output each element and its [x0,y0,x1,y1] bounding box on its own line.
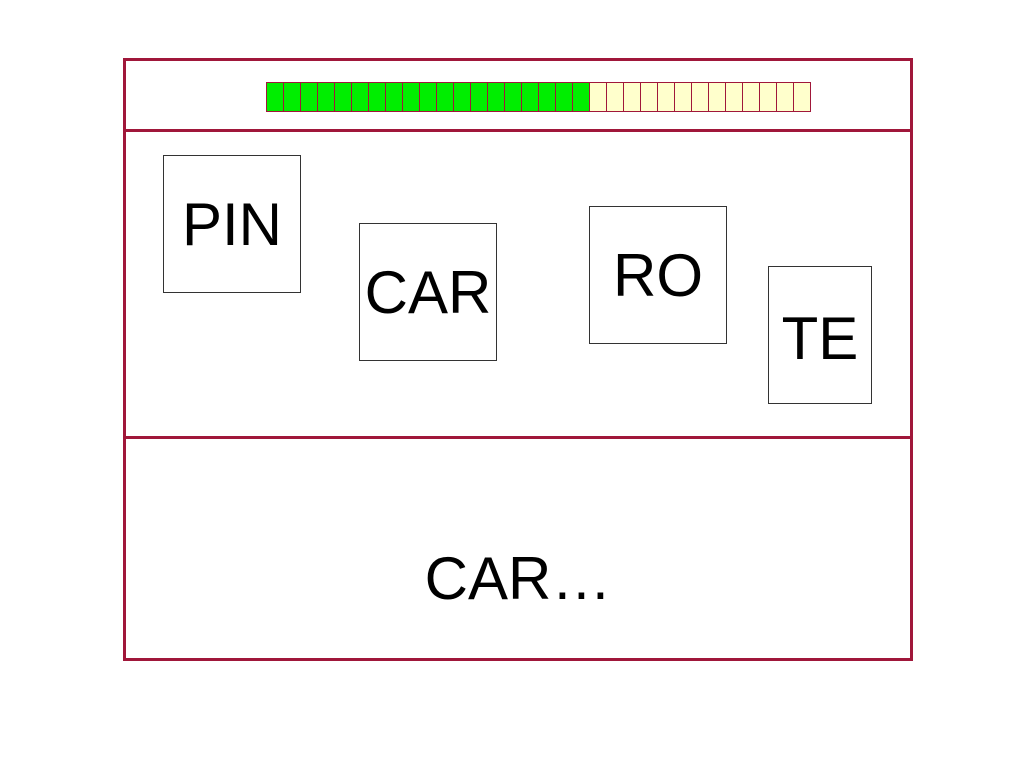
progress-cell-filled [369,82,386,112]
progress-cell-filled [437,82,454,112]
syllable-tile-car[interactable]: CAR [359,223,497,361]
progress-cell-filled [505,82,522,112]
progress-bar [266,82,811,112]
progress-cell-filled [403,82,420,112]
progress-cell-empty [624,82,641,112]
progress-header [126,61,910,132]
answer-word: CAR… [424,545,612,612]
syllable-tile-te[interactable]: TE [768,266,872,404]
progress-cell-filled [471,82,488,112]
answer-area: CAR… [126,439,910,658]
progress-cell-filled [267,82,284,112]
progress-cell-filled [318,82,335,112]
progress-cell-empty [709,82,726,112]
progress-cell-filled [556,82,573,112]
progress-cell-empty [675,82,692,112]
tile-play-area: PIN CAR RO TE [126,132,910,439]
progress-cell-empty [777,82,794,112]
progress-cell-filled [573,82,590,112]
progress-cell-filled [522,82,539,112]
progress-cell-empty [641,82,658,112]
progress-cell-empty [590,82,607,112]
syllable-tile-ro[interactable]: RO [589,206,727,344]
progress-cell-empty [760,82,777,112]
progress-cell-filled [301,82,318,112]
progress-cell-filled [386,82,403,112]
progress-cell-filled [335,82,352,112]
progress-cell-filled [454,82,471,112]
syllable-tile-pin[interactable]: PIN [163,155,301,293]
progress-cell-filled [539,82,556,112]
progress-cell-filled [420,82,437,112]
progress-cell-empty [743,82,760,112]
progress-cell-empty [726,82,743,112]
progress-cell-empty [794,82,811,112]
progress-cell-filled [488,82,505,112]
progress-cell-empty [658,82,675,112]
progress-cell-empty [607,82,624,112]
game-frame: PIN CAR RO TE CAR… [123,58,913,661]
progress-cell-filled [352,82,369,112]
progress-cell-empty [692,82,709,112]
progress-cell-filled [284,82,301,112]
